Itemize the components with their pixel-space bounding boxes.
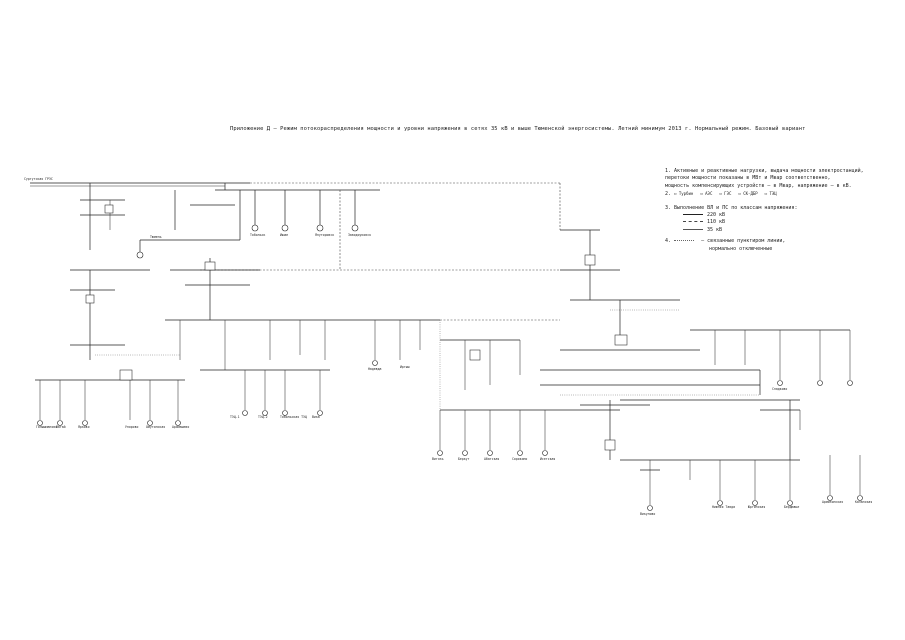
diagram-title: Приложение Д – Режим потокораспределения… bbox=[230, 126, 806, 132]
legend-symbol-item: ▭ ГЭС bbox=[719, 191, 732, 197]
transformer-icon bbox=[104, 204, 114, 214]
transformer-icon bbox=[614, 334, 628, 346]
node-label: Сорокино bbox=[512, 457, 527, 461]
line-220-symbol bbox=[683, 214, 703, 216]
legend-35: 35 кВ bbox=[665, 227, 900, 234]
generators bbox=[37, 224, 863, 511]
transformer-icon bbox=[204, 261, 216, 271]
transformer-icon bbox=[604, 439, 616, 451]
generator-icon bbox=[857, 495, 863, 501]
node-label: Ярково bbox=[78, 425, 90, 429]
node-label: Викулово bbox=[640, 512, 655, 516]
generator-icon bbox=[817, 380, 823, 386]
generator-icon bbox=[147, 420, 153, 426]
generator-icon bbox=[262, 410, 268, 416]
legend-note-4: 4. – связанные пунктиром линии, bbox=[665, 238, 786, 245]
node-label: Сургутская ГРЭС bbox=[24, 177, 53, 181]
transformer-icon bbox=[469, 349, 481, 361]
generator-icon bbox=[351, 224, 359, 232]
node-label: Беркут bbox=[458, 457, 470, 461]
generator-icon bbox=[136, 251, 144, 259]
generator-icon bbox=[542, 450, 548, 456]
generator-icon bbox=[717, 500, 723, 506]
generator-icon bbox=[317, 410, 323, 416]
generator-icon bbox=[282, 410, 288, 416]
node-label: Армизонская bbox=[822, 500, 843, 504]
legend-110: 110 кВ bbox=[665, 219, 900, 226]
node-label: Исетская bbox=[540, 457, 555, 461]
node-labels: Сургутская ГРЭС Тюмень Тобольск Ишим Ялуторо… bbox=[24, 177, 872, 516]
generator-icon bbox=[372, 360, 378, 366]
node-label: Тобольская ТЭЦ bbox=[280, 414, 307, 419]
node-label: Казанская bbox=[855, 500, 872, 504]
node-label: Ялуторовск bbox=[315, 233, 334, 237]
transformer-icon bbox=[584, 254, 596, 266]
generator-icon bbox=[647, 505, 653, 511]
legend-symbol-item: ▭ АЭС bbox=[700, 191, 713, 197]
generator-icon bbox=[847, 380, 853, 386]
legend: 1. Активные и реактивные нагрузки, выдач… bbox=[665, 168, 900, 253]
node-label: Голышманово bbox=[36, 425, 57, 429]
node-label: Заводоуковск bbox=[348, 233, 371, 237]
legend-note-3: 3. Выполнение ВЛ и ПС по классам напряже… bbox=[665, 204, 798, 211]
node-label: Омутинская bbox=[146, 425, 165, 429]
node-label: Юргинская bbox=[748, 505, 765, 509]
generator-icon bbox=[752, 500, 758, 506]
node-label: Аромашево bbox=[172, 425, 189, 429]
legend-symbol-item: ▭ ТЭЦ bbox=[764, 191, 777, 197]
node-label: Ишим bbox=[280, 233, 288, 237]
node-label: ТЭЦ-1 bbox=[230, 415, 240, 419]
node-label: Упорово bbox=[125, 425, 139, 429]
node-label: Витязь bbox=[432, 457, 444, 461]
generator-icon bbox=[787, 500, 793, 506]
legend-note-1b: перетоки мощности показаны в МВт и Мвар … bbox=[665, 175, 831, 182]
node-label: Тобольск bbox=[250, 232, 265, 237]
generator-icon bbox=[57, 420, 63, 426]
legend-note-4b: нормально отключенные bbox=[709, 245, 773, 252]
node-label: Надежда bbox=[368, 367, 382, 371]
legend-symbol-item: ▭ СК-ДБР bbox=[738, 191, 758, 197]
transformers bbox=[85, 204, 628, 451]
line-35-symbol bbox=[683, 228, 703, 230]
node-label: Вагай bbox=[56, 425, 66, 429]
generator-icon bbox=[37, 420, 43, 426]
node-label: Сладково bbox=[772, 387, 787, 391]
generator-icon bbox=[82, 420, 88, 426]
generator-icon bbox=[242, 410, 248, 416]
node-label: Тюмень bbox=[150, 235, 162, 239]
legend-220: 220 кВ bbox=[665, 212, 900, 219]
legend-symbol-list: ▭ Турбин ▭ АЭС ▭ ГЭС ▭ СК-ДБР ▭ ТЭЦ bbox=[674, 191, 784, 197]
node-label: Нижняя Тавда bbox=[712, 505, 735, 509]
generator-icon bbox=[777, 380, 783, 386]
generator-icon bbox=[281, 224, 289, 232]
legend-symbol-item: ▭ Турбин bbox=[674, 191, 694, 197]
line-off-symbol bbox=[674, 240, 695, 242]
generator-icon bbox=[316, 224, 324, 232]
generator-icon bbox=[251, 224, 259, 232]
transformer-icon bbox=[85, 294, 95, 304]
line-110-symbol bbox=[683, 221, 703, 223]
generator-icon bbox=[827, 495, 833, 501]
node-label: Иртыш bbox=[400, 365, 410, 369]
legend-note-1c: мощность компенсирующих устройств – в Мв… bbox=[665, 182, 852, 189]
legend-note-2: 2. ▭ Турбин▭ АЭС▭ ГЭС▭ СК-ДБР▭ ТЭЦ bbox=[665, 190, 900, 198]
node-label: Абатская bbox=[484, 456, 499, 461]
generator-icon bbox=[462, 450, 468, 456]
network-lines bbox=[30, 182, 861, 505]
node-label: Вика bbox=[312, 415, 320, 419]
generator-icon bbox=[487, 450, 493, 456]
generator-icon bbox=[437, 450, 443, 456]
generator-icon bbox=[517, 450, 523, 456]
node-label: ТЭЦ-2 bbox=[258, 415, 268, 419]
transformer-icon bbox=[119, 369, 133, 381]
legend-note-1: 1. Активные и реактивные нагрузки, выдач… bbox=[665, 168, 864, 174]
generator-icon bbox=[175, 420, 181, 426]
node-label: Бердюжье bbox=[784, 505, 799, 509]
